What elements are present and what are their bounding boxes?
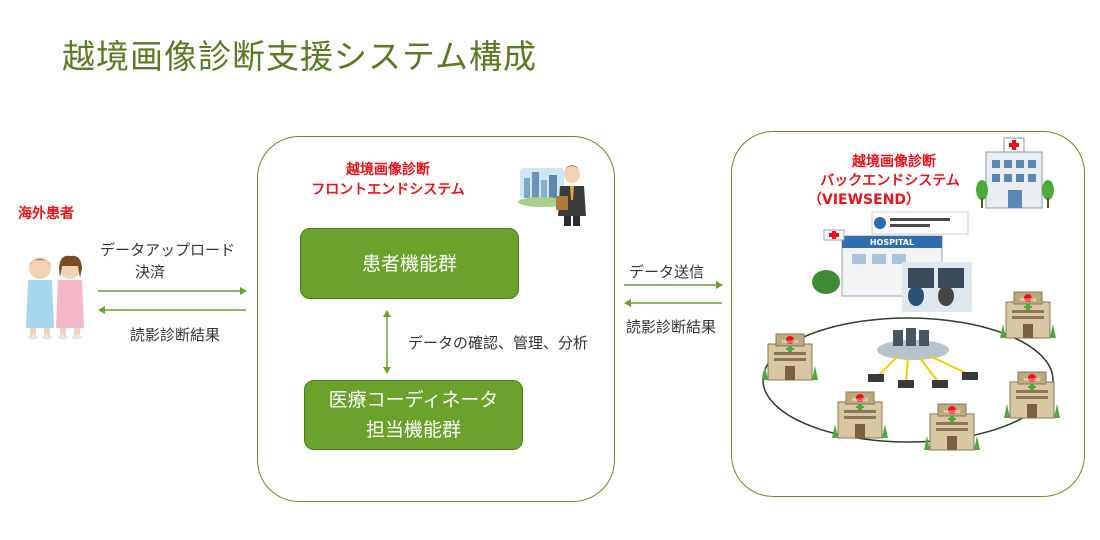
network-hospital-icon: Hospital bbox=[1004, 371, 1060, 419]
bidirectional-link-arrow bbox=[383, 310, 391, 374]
network-hospital-icon: Hospital bbox=[924, 403, 980, 451]
main-hospital-illustration: HOSPITAL bbox=[812, 211, 972, 312]
patient-function-box[interactable]: 患者機能群 bbox=[300, 228, 519, 299]
network-hospital-sign: Hospital bbox=[782, 339, 798, 344]
coordinator-function-box[interactable]: 医療コーディネータ 担当機能群 bbox=[304, 380, 523, 450]
hospital-network-diagram bbox=[762, 317, 1054, 443]
result-label-left: 読影診断結果 bbox=[130, 326, 221, 344]
backend-title-line2: バックエンドシステム bbox=[820, 173, 960, 189]
result-arrow-left bbox=[98, 306, 246, 314]
network-hospital-sign: Hospital bbox=[852, 397, 868, 402]
network-hospital-icon: Hospital bbox=[1000, 291, 1056, 339]
hospital-building-icon bbox=[976, 137, 1054, 209]
page-title: 越境画像診断支援システム構成 bbox=[62, 37, 538, 76]
frontend-title-line1: 越境画像診断 bbox=[346, 162, 430, 178]
network-hospital-icon: Hospital bbox=[832, 391, 888, 439]
data-send-arrow bbox=[624, 281, 723, 289]
data-management-label: データの確認、管理、分析 bbox=[408, 334, 589, 352]
coordinator-label-line2: 担当機能群 bbox=[365, 419, 461, 441]
network-hospital-sign: Hospital bbox=[1020, 297, 1036, 302]
upload-arrow bbox=[98, 287, 247, 295]
main-hospital-sign: HOSPITAL bbox=[870, 238, 914, 247]
result-label-middle: 読影診断結果 bbox=[626, 318, 717, 336]
patients-label: 海外患者 bbox=[18, 206, 74, 222]
network-hospital-sign: Hospital bbox=[944, 409, 960, 414]
upload-label-line1: データアップロード bbox=[100, 241, 236, 259]
coordinator-label-line1: 医療コーディネータ bbox=[328, 389, 499, 411]
data-send-label: データ送信 bbox=[629, 263, 705, 281]
frontend-title-line2: フロントエンドシステム bbox=[311, 182, 465, 198]
network-hospital-sign: Hospital bbox=[1024, 377, 1040, 382]
result-arrow-middle bbox=[624, 299, 722, 307]
patient-function-label: 患者機能群 bbox=[361, 252, 457, 275]
backend-title-line1: 越境画像診断 bbox=[852, 154, 936, 170]
upload-label-line2: 決済 bbox=[135, 263, 166, 281]
backend-title-line3: （VIEWSEND） bbox=[808, 192, 921, 208]
patients-illustration bbox=[26, 255, 84, 340]
businessman-icon bbox=[518, 165, 586, 226]
network-hospital-icon: Hospital bbox=[762, 333, 818, 381]
